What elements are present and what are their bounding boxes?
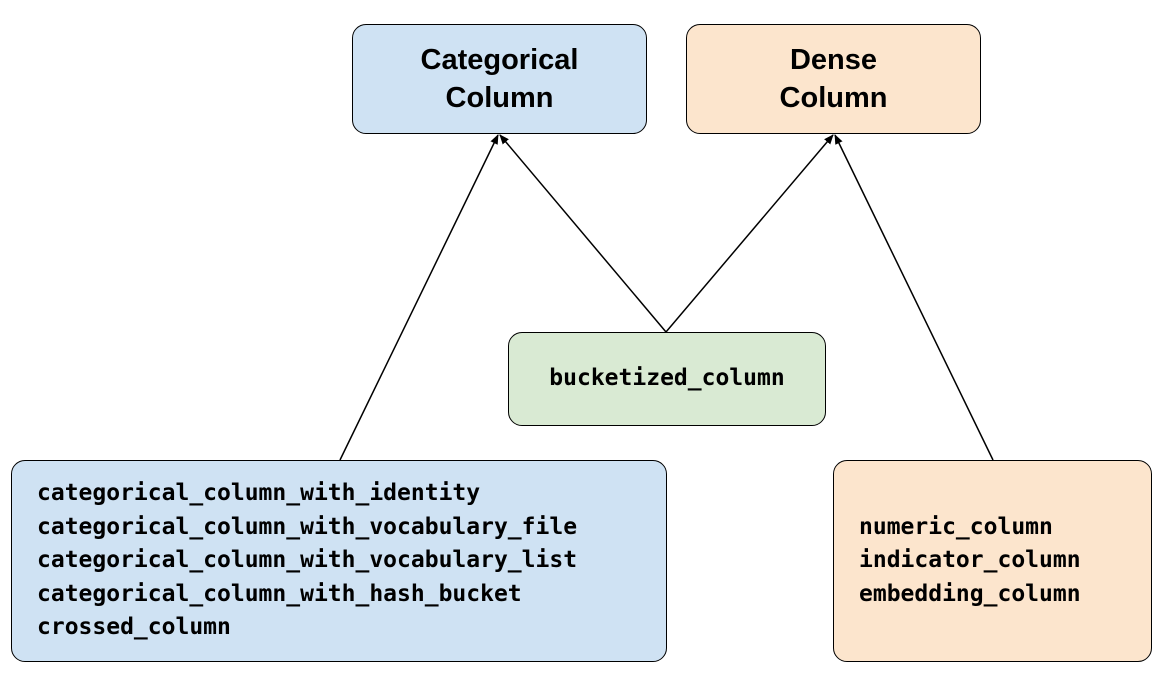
categorical-function-item: crossed_column <box>37 614 231 641</box>
bucketized-column-node: bucketized_column <box>508 332 826 426</box>
categorical-column-title-line-1: Categorical <box>420 44 579 76</box>
edge-dense-functions-to-dense-column <box>834 134 994 461</box>
dense-column-node: Dense Column <box>686 24 981 134</box>
dense-function-item: numeric_column <box>859 513 1053 540</box>
categorical-function-item: categorical_column_with_vocabulary_list <box>37 547 578 574</box>
dense-column-title-line-1: Dense <box>789 44 878 76</box>
categorical-functions-node: categorical_column_with_identity categor… <box>11 460 667 662</box>
categorical-function-item: categorical_column_with_hash_bucket <box>37 580 522 607</box>
dense-function-item: embedding_column <box>859 580 1081 607</box>
dense-column-title-line-2: Column <box>779 82 888 114</box>
edge-categorical-functions-to-categorical-column <box>339 134 499 461</box>
categorical-column-title-line-2: Column <box>445 82 554 114</box>
categorical-function-item: categorical_column_with_vocabulary_file <box>37 513 578 540</box>
dense-function-item: indicator_column <box>859 547 1081 574</box>
edge-bucketized-to-dense-column <box>665 134 834 333</box>
categorical-function-item: categorical_column_with_identity <box>37 480 481 507</box>
edge-bucketized-to-categorical-column <box>499 134 667 333</box>
dense-functions-node: numeric_column indicator_column embeddin… <box>833 460 1152 662</box>
categorical-column-node: Categorical Column <box>352 24 647 134</box>
bucketized-column-label: bucketized_column <box>549 365 785 392</box>
